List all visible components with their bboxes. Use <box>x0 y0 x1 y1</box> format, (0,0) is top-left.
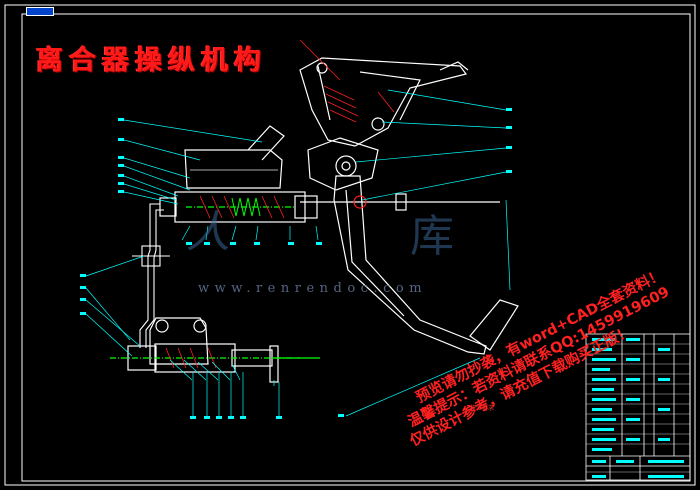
outer-border <box>4 4 696 486</box>
sheet-tag <box>26 7 54 16</box>
master-cylinder-hatching <box>199 195 285 219</box>
title-block-entries <box>592 338 684 478</box>
title-block-rows <box>586 343 690 473</box>
construction-line <box>299 39 341 81</box>
watermark-char-right: 库 <box>410 211 454 262</box>
drawing-title: 离合器操纵机构 <box>36 45 267 76</box>
hydraulic-line <box>132 203 170 348</box>
inner-border <box>21 13 691 482</box>
technical-note: 技术要求 <box>470 406 494 412</box>
watermark-char-left: 人 <box>186 207 230 258</box>
master-cylinder <box>159 125 318 223</box>
part-number-tags <box>80 108 512 419</box>
note-heading: 技术要求 <box>470 405 495 412</box>
title-block <box>585 333 691 481</box>
pedal-assembly <box>299 57 519 355</box>
slave-leaders-down <box>192 372 280 416</box>
master-cylinder-spring <box>231 197 261 217</box>
slave-cylinder <box>110 317 320 383</box>
watermark-site: www.renrendoc.com <box>198 281 428 296</box>
bracket-hatching <box>323 85 395 123</box>
part-leaders <box>85 89 511 417</box>
